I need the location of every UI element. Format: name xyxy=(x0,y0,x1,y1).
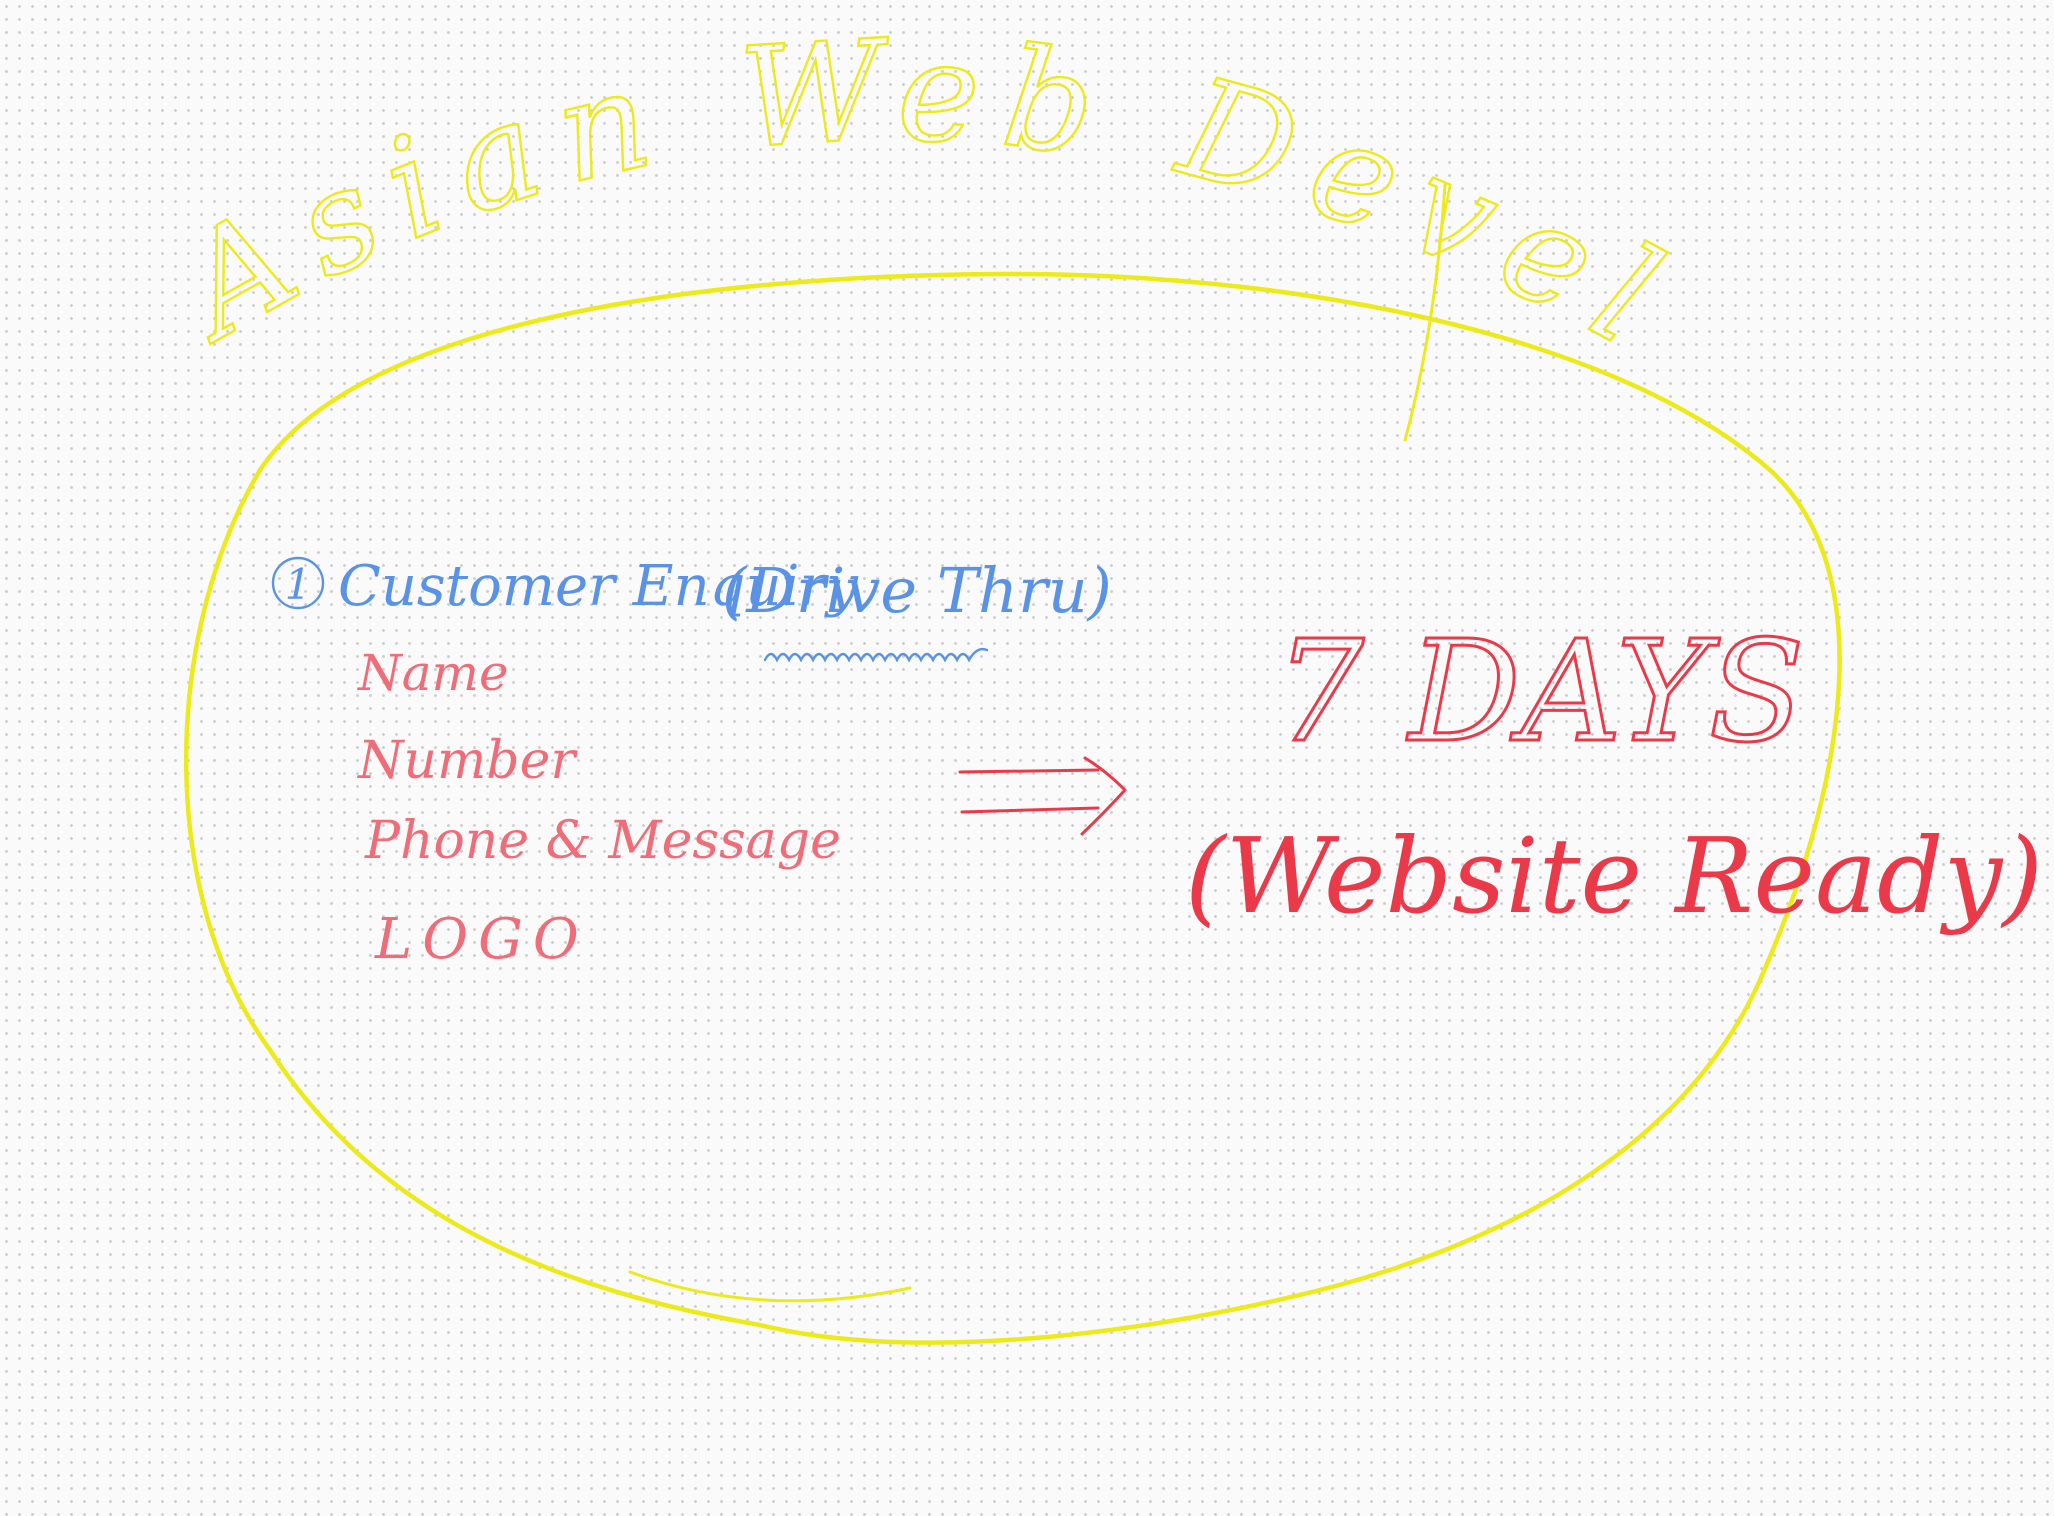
field-name: Name xyxy=(357,644,509,702)
enclosing-loop xyxy=(184,271,1842,1345)
result-headline: 7 DAYS xyxy=(1275,611,1805,774)
enquiry-heading: Customer Enquiry xyxy=(338,554,859,619)
loop-stray-stroke xyxy=(628,1270,912,1303)
arrow-icon xyxy=(958,756,1127,836)
wavy-underline xyxy=(763,647,989,663)
field-logo: LOGO xyxy=(374,907,589,972)
title-descender-stroke xyxy=(1403,183,1447,442)
field-number: Number xyxy=(356,731,578,791)
field-phone-message: Phone & Message xyxy=(364,811,841,871)
enquiry-note: (Drive Thru) xyxy=(722,554,1112,627)
step-number: 1 xyxy=(285,560,312,609)
step-number-circle xyxy=(271,556,325,610)
title-text: Asian Web Developers xyxy=(0,0,1703,387)
result-subline: (Website Ready) xyxy=(1185,815,2043,937)
